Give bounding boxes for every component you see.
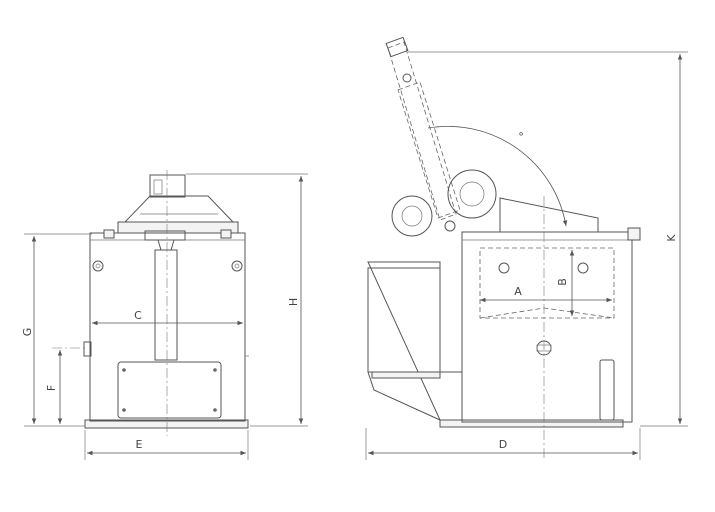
dim-f-label: F: [45, 385, 58, 391]
side-lid-block: [499, 197, 599, 233]
front-body: [89, 232, 246, 422]
front-motor: [149, 174, 186, 198]
front-access-panel: [117, 361, 222, 419]
front-knob-left-center: [95, 263, 101, 269]
dim-d-label: D: [499, 438, 507, 451]
side-cabinet-slope: [367, 371, 441, 421]
front-hopper: [123, 195, 235, 223]
dim-k-label: K: [665, 234, 678, 242]
side-arm-pivot-icon: [402, 73, 412, 83]
side-handle-right-icon: [577, 262, 589, 274]
side-lid-hidden: [397, 81, 461, 219]
side-right-panel: [599, 359, 615, 421]
front-view: G F C E H: [21, 170, 308, 460]
side-view: ° A B D K: [365, 36, 688, 460]
side-cabinet-face: [367, 267, 441, 373]
front-knob-right-center: [234, 263, 240, 269]
side-tilt-angle-label: °: [517, 129, 530, 142]
front-side-connector: [83, 341, 92, 357]
front-panel-screw-2: [213, 368, 217, 372]
front-panel-screw-4: [213, 408, 217, 412]
side-bowl-hidden: [479, 247, 615, 319]
side-left-cabinet: [367, 261, 463, 421]
front-clamp-right: [220, 229, 232, 239]
side-arm-tip: [385, 36, 409, 58]
front-panel-screw-3: [122, 408, 126, 412]
side-motor-rotated-inner: [401, 205, 423, 227]
front-base-plate: [84, 419, 249, 429]
dim-a-label: A: [514, 285, 522, 298]
dim-c-label: C: [134, 309, 142, 322]
dim-e-label: E: [136, 438, 143, 451]
dim-g-label: G: [21, 328, 34, 337]
side-motor-head-inner: [459, 181, 485, 207]
side-motor-head: [447, 169, 497, 219]
side-cabinet-ledge: [371, 371, 441, 379]
front-panel-screw-1: [122, 368, 126, 372]
front-central-shaft: [154, 249, 178, 361]
dim-b-label: B: [556, 278, 569, 286]
side-motor-rotated: [391, 195, 433, 237]
side-base-plate: [439, 419, 624, 428]
dim-h-label: H: [287, 298, 300, 306]
side-bowl-bottom-hidden: [479, 307, 615, 319]
side-body: [461, 231, 633, 423]
front-hopper-rim: [117, 221, 239, 234]
front-knob-right-icon: [231, 260, 243, 272]
front-clamp-left: [103, 229, 115, 239]
front-knob-left-icon: [92, 260, 104, 272]
side-top-clamp: [627, 227, 641, 241]
side-tilt-assembly: °: [385, 36, 599, 237]
side-hinge-icon: [444, 220, 456, 232]
side-tilt-arc: [427, 125, 568, 227]
side-arm-hidden: [387, 41, 457, 221]
front-motor-fin: [153, 179, 163, 195]
front-shaft-cone: [157, 239, 175, 251]
side-handle-left-icon: [498, 262, 510, 274]
